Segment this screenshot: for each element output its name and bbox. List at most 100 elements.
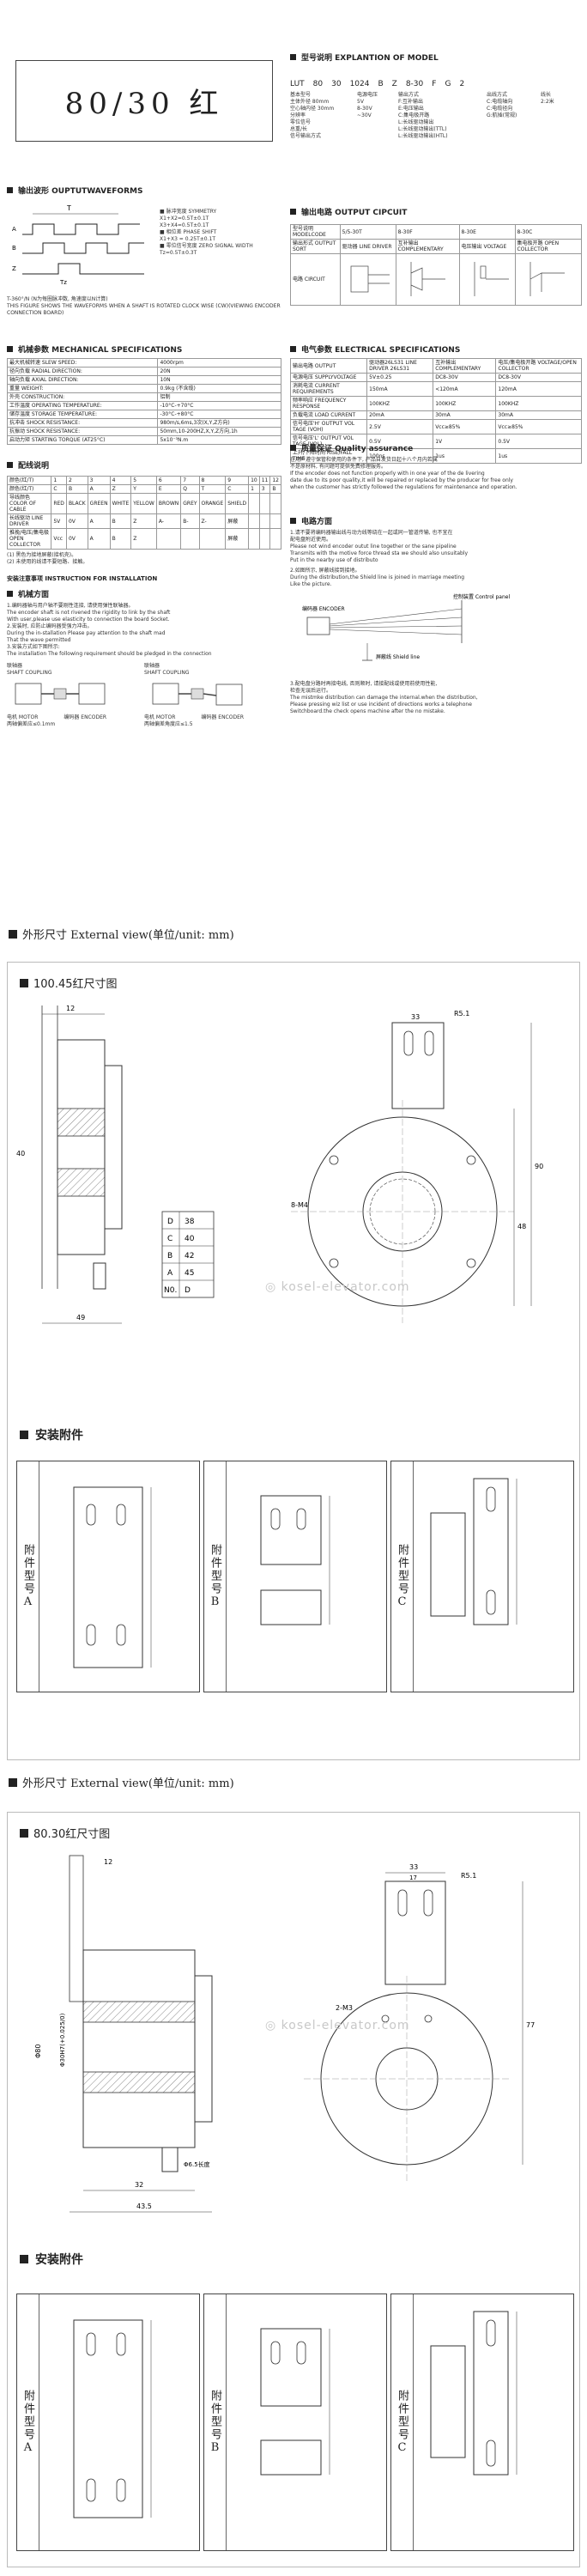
dim-label: 33 bbox=[409, 1863, 418, 1871]
wiring-heading: 配线说明 bbox=[18, 462, 50, 471]
accessory-label: 附件型号A bbox=[17, 2294, 39, 2550]
model-label: 零位信号 bbox=[290, 119, 312, 125]
table-cell: B bbox=[109, 528, 132, 550]
dim-label: 48 bbox=[517, 1223, 526, 1230]
dim-label: 2-M3 bbox=[336, 2004, 353, 2012]
dim-label: Φ6.5长度 bbox=[184, 2160, 210, 2168]
table-cell bbox=[258, 513, 271, 529]
table-cell: 10 bbox=[248, 476, 260, 485]
accessory-drawing-c bbox=[430, 1478, 517, 1625]
mech-heading: 机械参数 MECHANICAL SPECIFICATIONS bbox=[18, 346, 183, 355]
table-cell: DC8-30V bbox=[495, 373, 582, 382]
drawing-frame-2: 80.30红尺寸图 12 Φ80 Φ30H7(+0.025/0) 32 43.5… bbox=[7, 1812, 580, 2567]
model-code-row: LUT 80 30 1024 B Z 8-30 F G 2 bbox=[290, 80, 582, 88]
col-item: E:电压输出 bbox=[398, 106, 424, 112]
table-cell: 推挽/电压/集电极 OPEN COLLECTOR bbox=[6, 528, 52, 550]
install-line: 1.编码器轴与用户轴不要刚性连接, 请使用弹性联轴器。 bbox=[7, 603, 134, 609]
table-cell: 输出形式 OUTPUT SORT bbox=[290, 239, 341, 254]
electrical-text-2: 3.配电盘分路时再接电线, 否则顺时, 请接配线或使用前使用性能, 检查无误后运… bbox=[290, 681, 582, 715]
table-cell: Z- bbox=[198, 513, 227, 529]
quality-line: date due to its poor quality,it will be … bbox=[290, 477, 513, 483]
table-cell: YELLOW bbox=[130, 493, 157, 514]
table-cell: 4000rpm bbox=[157, 358, 281, 368]
table-cell: C bbox=[167, 1235, 172, 1243]
code-part: 30 bbox=[331, 80, 342, 88]
section-bullet-icon bbox=[7, 591, 13, 597]
accessory-drawing-b bbox=[260, 2328, 330, 2476]
table-cell: 重量 WEIGHT: bbox=[6, 384, 159, 393]
table-cell: 45 bbox=[185, 1269, 194, 1278]
drawing-2-title: 80.30红尺寸图 bbox=[33, 1828, 111, 1841]
table-cell: 屏蔽 bbox=[225, 513, 250, 529]
table-cell: Z bbox=[130, 513, 157, 529]
table-cell: A bbox=[87, 513, 111, 529]
table-cell: Z bbox=[130, 528, 157, 550]
coupling-figure-b: 联轴器 SHAFT COUPLING 电机 MOTOR 编码器 ENCODER … bbox=[144, 663, 264, 728]
waveform-label-a: A bbox=[12, 226, 16, 233]
external-view-1-heading: 外形尺寸 External view(单位/unit: mm) bbox=[9, 926, 234, 942]
table-cell: -10°C-+70°C bbox=[157, 401, 281, 410]
electrical-line: During the distribution,the Shield line … bbox=[290, 574, 465, 580]
table-cell: 10N bbox=[157, 375, 281, 385]
table-cell: 电路 CIRCUIT bbox=[290, 253, 341, 306]
table-row: 重量 WEIGHT:0.9kg (不含缆) bbox=[6, 384, 281, 393]
table-row: 型号说明 MODELCODE 5/5-30T 8-30F 8-30E 8-30C bbox=[290, 224, 583, 240]
watermark-icon: ◎ bbox=[265, 2019, 281, 2032]
accessory-label: 附件型号C bbox=[391, 1461, 414, 1692]
table-cell: 电压/集电极开路 VOLTAGE/OPEN COLLECTOR bbox=[495, 358, 582, 374]
circuit-icon bbox=[350, 265, 390, 292]
table-cell: 颜色(红/T) bbox=[6, 476, 52, 485]
table-cell: 负载电流 LOAD CURRENT bbox=[289, 410, 368, 420]
table-cell: 径向负载 RADIAL DIRECTION: bbox=[6, 367, 159, 376]
table-cell: 电压输出 VOLTAGE bbox=[458, 239, 516, 254]
table-cell: BROWN bbox=[155, 493, 182, 514]
table-cell bbox=[180, 528, 200, 550]
watermark: ◎ kosel-elevator.com bbox=[265, 2019, 410, 2032]
table-cell: 5V±0.25 bbox=[366, 373, 434, 382]
table-cell: 0V bbox=[65, 528, 88, 550]
coupling-label-cn: 联轴器 bbox=[144, 663, 160, 669]
table-cell: A bbox=[167, 1269, 173, 1278]
table-cell: 启动力矩 STARTING TORQUE (AT25°C) bbox=[6, 435, 159, 445]
electrical-line: Transmits with the motive force thread s… bbox=[290, 550, 469, 556]
table-cell: 抗冲击 SHOCK RESISTANCE: bbox=[6, 418, 159, 428]
dim-label: 17 bbox=[409, 1874, 417, 1881]
wiring-note: (2) 未使用的线请不要短路、接触。 bbox=[7, 559, 88, 565]
table-cell: D bbox=[167, 1218, 173, 1226]
code-part: G bbox=[445, 80, 451, 88]
table-cell: Vcc bbox=[51, 528, 67, 550]
table-cell: 信号电压'H' OUTPUT VOL TAGE (VOH) bbox=[289, 419, 368, 434]
table-cell: Z bbox=[109, 484, 132, 494]
quality-line: 不是原材料, 有问题可提供免费修理服务。 bbox=[290, 464, 386, 470]
accessory-panel-a: 附件型号A bbox=[16, 2293, 200, 2551]
dim-label: 90 bbox=[535, 1163, 543, 1170]
dimension-table: D 38 C 40 B 42 A 45 N0. D bbox=[161, 1211, 215, 1298]
encoder-label: 编码器 ENCODER bbox=[64, 714, 107, 720]
table-cell: 11 bbox=[258, 476, 271, 485]
table-cell: E bbox=[155, 484, 182, 494]
electrical-line: Put in the nearby use of distributo bbox=[290, 557, 378, 563]
quality-line: 在用户遵守保管和使用的条件下, 产品自发货日起十八个月内若属 bbox=[290, 457, 438, 463]
table-cell: 互补输出 COMPLEMENTARY bbox=[395, 239, 460, 254]
encoder-label: 编码器 ENCODER bbox=[302, 605, 345, 612]
waveform-caption-cn: T-360°/N (N为每圈脉冲数, 角速度以N计算) bbox=[7, 296, 108, 302]
install-line: The installation The following requireme… bbox=[7, 651, 212, 657]
col-item: L:长线驱动输出 bbox=[398, 119, 434, 125]
circuit-icon bbox=[530, 261, 565, 296]
table-cell: 1us bbox=[433, 448, 497, 464]
electrical-text-1: 1.请不要将编码器输出线与动力线等绕在一起或同一管道传输, 也不宜在 配电盘附近… bbox=[290, 530, 582, 588]
table-row: 轴向负载 AXIAL DIRECTION:10N bbox=[6, 375, 281, 385]
table-cell: 30mA bbox=[433, 410, 497, 420]
table-cell: RED bbox=[51, 493, 67, 514]
waveform-notes: ■ 脉冲宽度 SYMMETRY X1+X2=0.5T±0.1T X3+X4=0.… bbox=[160, 209, 280, 257]
product-code: 80/30 红 bbox=[64, 87, 224, 121]
table-cell bbox=[248, 513, 260, 529]
coupling-figure-a: 联轴器 SHAFT COUPLING 电机 MOTOR 编码器 ENCODER … bbox=[7, 663, 127, 728]
wiring-notes: (1) 黑色为接地屏蔽(接机壳)。 (2) 未使用的线请不要短路、接触。 bbox=[7, 552, 281, 566]
col-item: 5V bbox=[357, 99, 364, 105]
table-cell: B bbox=[269, 484, 281, 494]
